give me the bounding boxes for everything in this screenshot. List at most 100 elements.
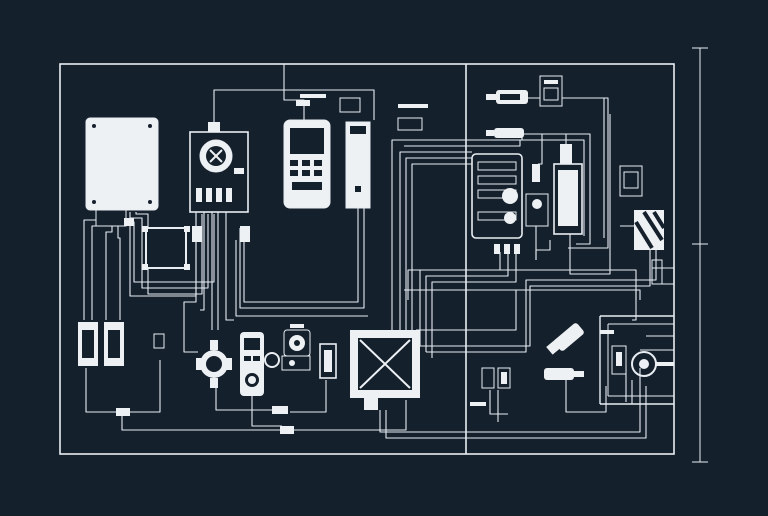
wire <box>489 390 508 415</box>
inner-bracket <box>599 315 674 405</box>
terminal-mount-top <box>300 94 326 98</box>
wire <box>283 64 305 120</box>
wire <box>404 139 585 236</box>
wire <box>420 225 651 347</box>
breaker-switch <box>196 188 202 202</box>
rack-slot <box>477 211 517 221</box>
wire <box>652 267 675 285</box>
round-gauge <box>611 345 674 377</box>
terminal-screen <box>290 128 324 154</box>
wire <box>538 134 543 165</box>
plug-connector <box>486 90 528 138</box>
fan-lower-knob <box>264 352 280 368</box>
square-chip-pad <box>184 226 190 232</box>
valve-flange <box>196 358 202 370</box>
square-chip-pad <box>142 264 148 270</box>
wire <box>243 206 359 303</box>
square-chip-pad <box>184 264 190 270</box>
terminal-slot <box>292 182 322 190</box>
breaker-fuse <box>192 226 202 242</box>
key-icon <box>314 170 322 176</box>
small-tags <box>290 104 614 406</box>
wire <box>215 378 280 411</box>
terminal-block <box>481 367 495 389</box>
plug-lower-prong <box>486 130 494 136</box>
inline-plug-tip <box>574 371 584 377</box>
wire <box>225 210 234 321</box>
tag-box <box>397 117 423 131</box>
wire <box>398 133 591 245</box>
wire <box>183 210 198 353</box>
rack-slot <box>477 175 517 185</box>
rack-connector <box>494 244 500 254</box>
gauge-side-inner <box>616 352 622 366</box>
tall-module-inner <box>324 350 332 372</box>
rotated-plugs <box>544 323 584 380</box>
square-chip-pad <box>142 226 148 232</box>
battery-pair <box>78 322 165 366</box>
tag-mark <box>470 402 486 406</box>
breaker-fuse <box>240 226 250 242</box>
power-supply-unit <box>532 144 583 235</box>
wire <box>612 380 633 405</box>
tall-meter-tag <box>339 97 361 113</box>
sensor-module <box>539 75 643 197</box>
wire <box>565 380 607 413</box>
tall-meter-body <box>345 121 371 209</box>
wire <box>105 212 113 320</box>
screw-icon <box>92 124 96 128</box>
battery-cell <box>108 330 120 358</box>
wire <box>431 252 517 358</box>
distribution-box <box>350 330 420 410</box>
control-terminal <box>283 94 331 209</box>
fuse-icon <box>153 333 165 349</box>
rack-side-module <box>525 193 549 227</box>
inline-connector <box>116 408 130 416</box>
inline-connector <box>124 218 134 226</box>
wire <box>117 212 121 320</box>
breaker-switch <box>216 188 222 202</box>
wire <box>213 89 375 130</box>
wire <box>239 208 365 309</box>
screw-icon <box>148 124 152 128</box>
hatch-lines <box>634 210 666 250</box>
wire <box>399 151 472 338</box>
rack-slot <box>477 161 517 171</box>
sensor-label <box>544 80 558 84</box>
hatched-panel <box>634 210 666 285</box>
wire <box>129 212 209 289</box>
fan-unit <box>264 329 311 371</box>
wire <box>251 396 282 427</box>
wire <box>404 289 641 300</box>
rotated-plug-end <box>546 339 562 355</box>
sensor-right-inner <box>623 171 639 189</box>
key-icon <box>302 170 310 176</box>
wire <box>379 368 641 433</box>
rack-dial-icon <box>502 188 518 204</box>
controller-screen <box>244 338 260 350</box>
controller-key <box>244 356 251 361</box>
dial-needle <box>209 149 223 163</box>
square-chip-body <box>145 227 187 269</box>
square-chip <box>142 226 190 270</box>
inline-connectors <box>116 218 294 434</box>
junction-box <box>85 117 159 227</box>
frame <box>59 47 708 463</box>
sensor-inner <box>543 87 559 101</box>
wire <box>426 240 657 353</box>
terminal-block-fill <box>501 372 507 384</box>
valve-base <box>210 378 218 388</box>
inline-connector <box>280 426 294 434</box>
tall-meter-indicator <box>355 186 361 192</box>
wire <box>200 210 205 311</box>
wire <box>85 360 161 413</box>
junction-box-body <box>85 117 159 211</box>
side-module-knob <box>532 199 542 209</box>
plug-prong <box>486 94 496 100</box>
wire <box>425 252 509 352</box>
tall-module <box>319 343 337 379</box>
key-icon <box>302 160 310 166</box>
fan-lower <box>281 355 311 371</box>
wire <box>560 97 605 238</box>
outer-frame <box>59 63 675 455</box>
